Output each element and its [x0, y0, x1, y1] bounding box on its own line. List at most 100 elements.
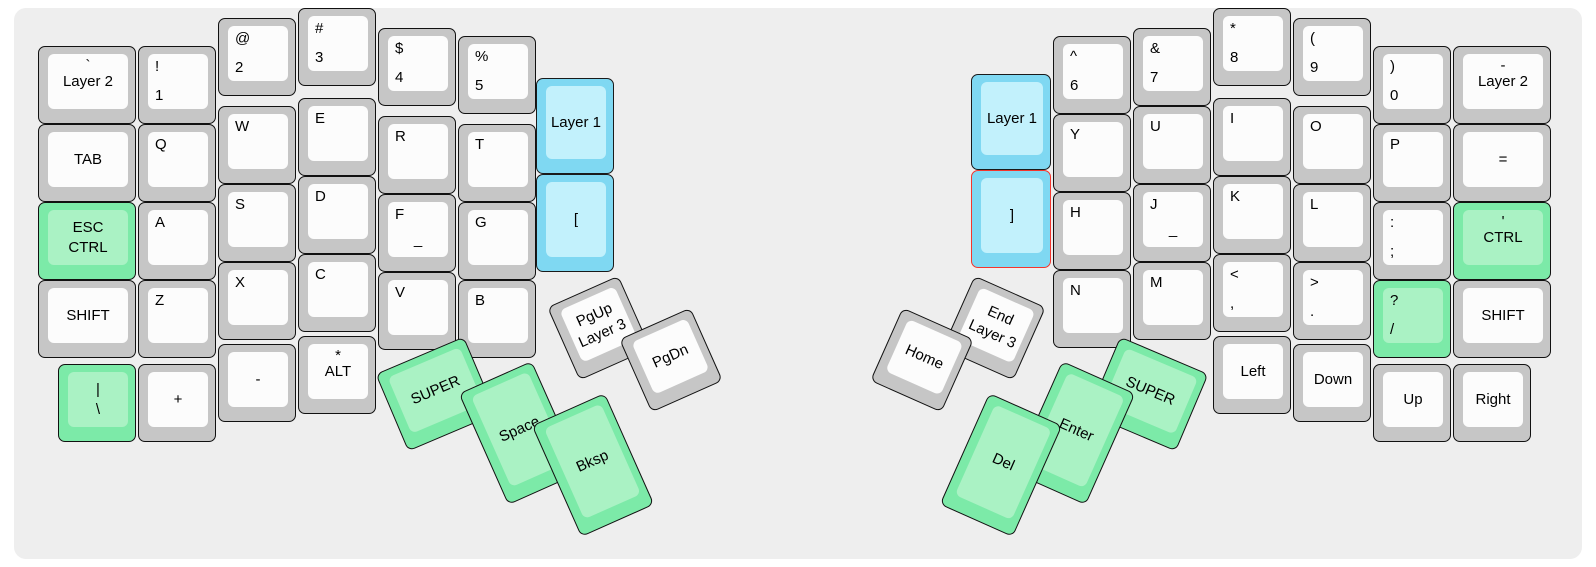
key-r-equal[interactable]: =	[1453, 124, 1551, 202]
key-legend-main: T	[475, 136, 485, 153]
keycap-surface: +	[148, 372, 208, 427]
keycap-surface: Layer 1	[546, 86, 606, 159]
key-r-p[interactable]: P	[1373, 124, 1451, 202]
keycap-surface: Layer 1	[981, 82, 1043, 155]
key-r-7[interactable]: &7	[1133, 28, 1211, 106]
key-r-u[interactable]: U	[1133, 106, 1211, 184]
key-legend-main: B	[475, 292, 486, 309]
key-l-c[interactable]: C	[298, 254, 376, 332]
key-legend-main: H	[1070, 204, 1081, 221]
key-legend-shifted: $	[395, 40, 404, 57]
key-l-t[interactable]: T	[458, 124, 536, 202]
key-l-4[interactable]: $4	[378, 28, 456, 106]
keycap-surface: *8	[1223, 16, 1283, 71]
key-legend-shifted: %	[475, 48, 489, 65]
key-r-9[interactable]: (9	[1293, 18, 1371, 96]
key-l-f[interactable]: F_	[378, 194, 456, 272]
key-r-n[interactable]: N	[1053, 270, 1131, 348]
key-r-quote-ctrl[interactable]: 'CTRL	[1453, 202, 1551, 280]
key-l-w[interactable]: W	[218, 106, 296, 184]
key-r-up[interactable]: Up	[1373, 364, 1451, 442]
keycap-surface: D	[308, 184, 368, 239]
key-r-semi[interactable]: :;	[1373, 202, 1451, 280]
key-legend-main: D	[315, 188, 326, 205]
key-r-comma[interactable]: <,	[1213, 254, 1291, 332]
key-l-z[interactable]: Z	[138, 280, 216, 358]
key-r-left[interactable]: Left	[1213, 336, 1291, 414]
key-r-down[interactable]: Down	[1293, 344, 1371, 422]
key-r-k[interactable]: K	[1213, 176, 1291, 254]
keycap-surface: ^6	[1063, 44, 1123, 99]
keycap-surface: M	[1143, 270, 1203, 325]
key-l-s[interactable]: S	[218, 184, 296, 262]
key-legend-shifted: *	[1230, 20, 1236, 37]
key-legend-main: R	[395, 128, 406, 145]
key-r-j[interactable]: J_	[1133, 184, 1211, 262]
keycap-surface: K	[1223, 184, 1283, 239]
keycap-surface: TAB	[48, 132, 128, 187]
key-legend-main: 7	[1150, 69, 1159, 87]
key-l-d[interactable]: D	[298, 176, 376, 254]
key-l-r[interactable]: R	[378, 116, 456, 194]
key-r-period[interactable]: >.	[1293, 262, 1371, 340]
key-l-x[interactable]: X	[218, 262, 296, 340]
key-r-right[interactable]: Right	[1453, 364, 1531, 442]
key-r-minus-layer2[interactable]: -Layer 2	[1453, 46, 1551, 124]
key-l-1[interactable]: !1	[138, 46, 216, 124]
key-l-alt[interactable]: *ALT	[298, 336, 376, 414]
keycap-surface: U	[1143, 114, 1203, 169]
key-legend-main: E	[315, 110, 326, 127]
key-r-slash[interactable]: ?/	[1373, 280, 1451, 358]
keycap-surface: Y	[1063, 122, 1123, 177]
key-l-5[interactable]: %5	[458, 36, 536, 114]
key-legend-main: Right	[1475, 390, 1511, 408]
key-l-q[interactable]: Q	[138, 124, 216, 202]
key-l-g[interactable]: G	[458, 202, 536, 280]
key-l-b[interactable]: B	[458, 280, 536, 358]
key-l-shift[interactable]: SHIFT	[38, 280, 136, 358]
key-r-rbracket[interactable]: ]	[971, 170, 1051, 268]
key-legend-main: W	[235, 118, 250, 135]
key-l-tab[interactable]: TAB	[38, 124, 136, 202]
key-legend-main: J	[1150, 196, 1158, 213]
key-r-h[interactable]: H	[1053, 192, 1131, 270]
key-l-e[interactable]: E	[298, 98, 376, 176]
keycap-surface: E	[308, 106, 368, 161]
key-legend-main: -	[255, 370, 261, 388]
key-l-minus[interactable]: -	[218, 344, 296, 422]
key-l-plus[interactable]: +	[138, 364, 216, 442]
key-l-v[interactable]: V	[378, 272, 456, 350]
key-l-grave-layer2[interactable]: `Layer 2	[38, 46, 136, 124]
key-legend-main: K	[1230, 188, 1241, 205]
key-r-y[interactable]: Y	[1053, 114, 1131, 192]
key-legend-line: Bksp	[573, 446, 611, 476]
key-legend-main: M	[1150, 274, 1163, 291]
keycap-surface: X	[228, 270, 288, 325]
key-l-a[interactable]: A	[138, 202, 216, 280]
key-r-8[interactable]: *8	[1213, 8, 1291, 86]
key-l-pipe-bslash[interactable]: |\	[58, 364, 136, 442]
key-r-0[interactable]: )0	[1373, 46, 1451, 124]
key-legend-main: Layer 1	[550, 113, 602, 131]
keycap-surface: )0	[1383, 54, 1443, 109]
key-r-shift[interactable]: SHIFT	[1453, 280, 1551, 358]
key-r-m[interactable]: M	[1133, 262, 1211, 340]
keycap-surface: PgDn	[631, 318, 710, 395]
key-legend-shifted: @	[235, 30, 251, 47]
key-r-layer1[interactable]: Layer 1	[971, 74, 1051, 170]
key-r-o[interactable]: O	[1293, 106, 1371, 184]
key-r-l[interactable]: L	[1293, 184, 1371, 262]
key-l-layer1[interactable]: Layer 1	[536, 78, 614, 174]
key-l-3[interactable]: #3	[298, 8, 376, 86]
key-homing-bar: _	[1168, 221, 1178, 239]
key-legend-main: ]	[1009, 206, 1015, 224]
key-r-i[interactable]: I	[1213, 98, 1291, 176]
key-r-6[interactable]: ^6	[1053, 36, 1131, 114]
key-legend-main: ALT	[324, 362, 352, 380]
key-legend-main: 4	[395, 69, 404, 87]
key-l-2[interactable]: @2	[218, 18, 296, 96]
keycap-surface: G	[468, 210, 528, 265]
key-l-lbracket[interactable]: [	[536, 174, 614, 272]
